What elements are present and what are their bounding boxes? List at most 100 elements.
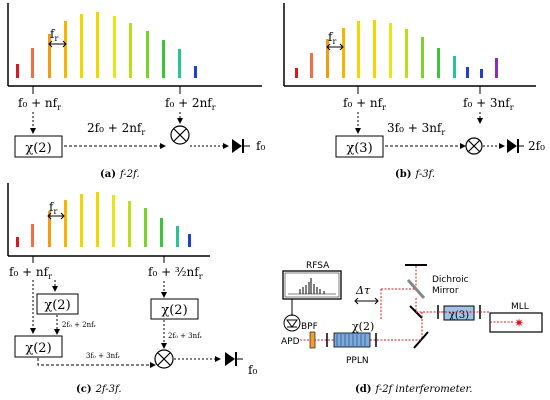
comb-line [113, 16, 116, 78]
caption-d: (d)f-2f interferometer. [355, 384, 472, 395]
comb-line [160, 218, 163, 247]
comb-line [16, 237, 19, 247]
laser-star-icon: ✷ [514, 316, 524, 330]
chi2-box-c1 [36, 293, 79, 315]
mirror-label: Mirror [432, 286, 459, 296]
apd-label: APD [281, 337, 300, 347]
panel-d: RFSA Δτ Dichroic Mirror χ(3) MLL ✷ [281, 261, 543, 395]
comb-line [453, 56, 456, 78]
output-label-b: 2f₀ [528, 139, 545, 153]
comb-line [389, 23, 392, 78]
fr-label-b: fr [328, 30, 336, 46]
dichroic-mirror [406, 279, 426, 299]
panel-c: fr f₀ + nfr f₀ + ³⁄₂nfr χ(2) 2f₀ + 2nfᵣ … [7, 183, 257, 395]
chi2-label-c2: χ(2) [161, 303, 187, 318]
output-label-a: f₀ [256, 139, 265, 153]
chi2-label-c1: χ(2) [44, 298, 70, 313]
photodiode-icon-b [507, 139, 524, 153]
comb-line [495, 58, 498, 78]
comb-line [129, 23, 132, 78]
left-freq-label-a: f₀ + nfr [18, 96, 61, 112]
comb-line [373, 20, 376, 78]
right-freq-label-c: f₀ + ³⁄₂nfr [148, 265, 203, 281]
fr-spacing-c: fr [47, 200, 65, 220]
comb-line [194, 66, 197, 78]
beam-label-b: 3f₀ + 3nfr [387, 121, 445, 137]
comb-line [48, 34, 51, 78]
comb-line [405, 29, 408, 78]
comb-line [162, 40, 165, 78]
rfsa-screen [282, 270, 342, 300]
left-freq-label-b: f₀ + nfr [343, 96, 386, 112]
axes-a [7, 3, 262, 87]
comb-line [112, 195, 115, 247]
apd-icon [283, 312, 301, 332]
comb-line [128, 201, 131, 247]
right-freq-label-a: f₀ + 2nfr [165, 96, 216, 112]
chi3-label-b: χ(3) [346, 141, 372, 156]
mll-label: MLL [511, 302, 529, 312]
comb-line [176, 226, 179, 247]
caption-c: (c)2f-3f. [76, 384, 122, 395]
comb-line [16, 64, 19, 78]
comb-line [466, 67, 469, 78]
comb-line [31, 224, 34, 247]
label-3f-bottom-c: 3f₀ + 3nfᵣ [86, 352, 121, 360]
comb-line [188, 234, 191, 247]
comb-line [146, 31, 149, 78]
mixer-icon-b [465, 137, 483, 155]
ppln-crystal [333, 332, 371, 348]
chi3-box-b [335, 135, 384, 158]
bpf-filter [309, 331, 316, 349]
fr-spacing-a: fr [48, 27, 67, 48]
label-2f-c: 2f₀ + 2nfᵣ [62, 321, 97, 329]
chi2-box-c2 [150, 298, 199, 320]
axes-b [283, 3, 536, 87]
fr-label-a: fr [50, 27, 58, 43]
comb-line [326, 39, 329, 78]
left-freq-label-c: f₀ + nfr [9, 265, 52, 281]
chi2-box-a [14, 135, 63, 158]
comb-line [64, 21, 67, 78]
comb-line [96, 12, 99, 78]
chi2-label-a: χ(2) [25, 141, 51, 156]
spectrum-bars-b [295, 20, 498, 78]
photodiode-icon-c [225, 352, 243, 366]
comb-line [80, 194, 83, 247]
comb-line [144, 208, 147, 247]
caption-a: (a)f-2f. [100, 169, 140, 180]
comb-line [310, 53, 313, 78]
axes-c [7, 183, 210, 257]
comb-line [178, 49, 181, 78]
comb-line [295, 68, 298, 78]
chi2-crystal-label: χ(2) [352, 320, 374, 333]
spectrum-bars-c [16, 192, 191, 247]
ppln-label: PPLN [346, 356, 369, 366]
panel-b: fr f₀ + nfr f₀ + 3nfr χ(3) 3f₀ + 3nfr 2f… [283, 3, 545, 180]
spectrum-bars-a [16, 12, 197, 78]
chi3-crystal-label: χ(3) [449, 310, 469, 321]
comb-line [357, 21, 360, 78]
comb-line [31, 48, 34, 78]
chi2-label-c3: χ(2) [25, 341, 51, 356]
dichroic-label: Dichroic [432, 275, 469, 285]
comb-line [421, 37, 424, 78]
mixer-icon-c [154, 349, 174, 369]
comb-line [437, 48, 440, 78]
comb-line [96, 192, 99, 247]
label-3f-right-c: 2f₀ + 3nfᵣ [168, 332, 203, 340]
comb-line [342, 28, 345, 78]
mixer-icon-a [170, 125, 190, 145]
caption-b: (b)f-3f. [395, 169, 435, 180]
fr-spacing-b: fr [326, 30, 344, 51]
comb-line [80, 14, 83, 78]
comb-line [48, 211, 51, 247]
delay-label: Δτ [355, 284, 371, 297]
panel-a: fr f₀ + nfr f₀ + 2nfr χ(2) 2f₀ + 2nfr f₀… [7, 3, 265, 180]
right-freq-label-b: f₀ + 3nfr [463, 96, 514, 112]
chi3-crystal [443, 305, 475, 321]
beam-label-a: 2f₀ + 2nfr [87, 121, 145, 137]
output-label-c: f₀ [248, 363, 257, 377]
bpf-label: BPF [301, 322, 318, 332]
